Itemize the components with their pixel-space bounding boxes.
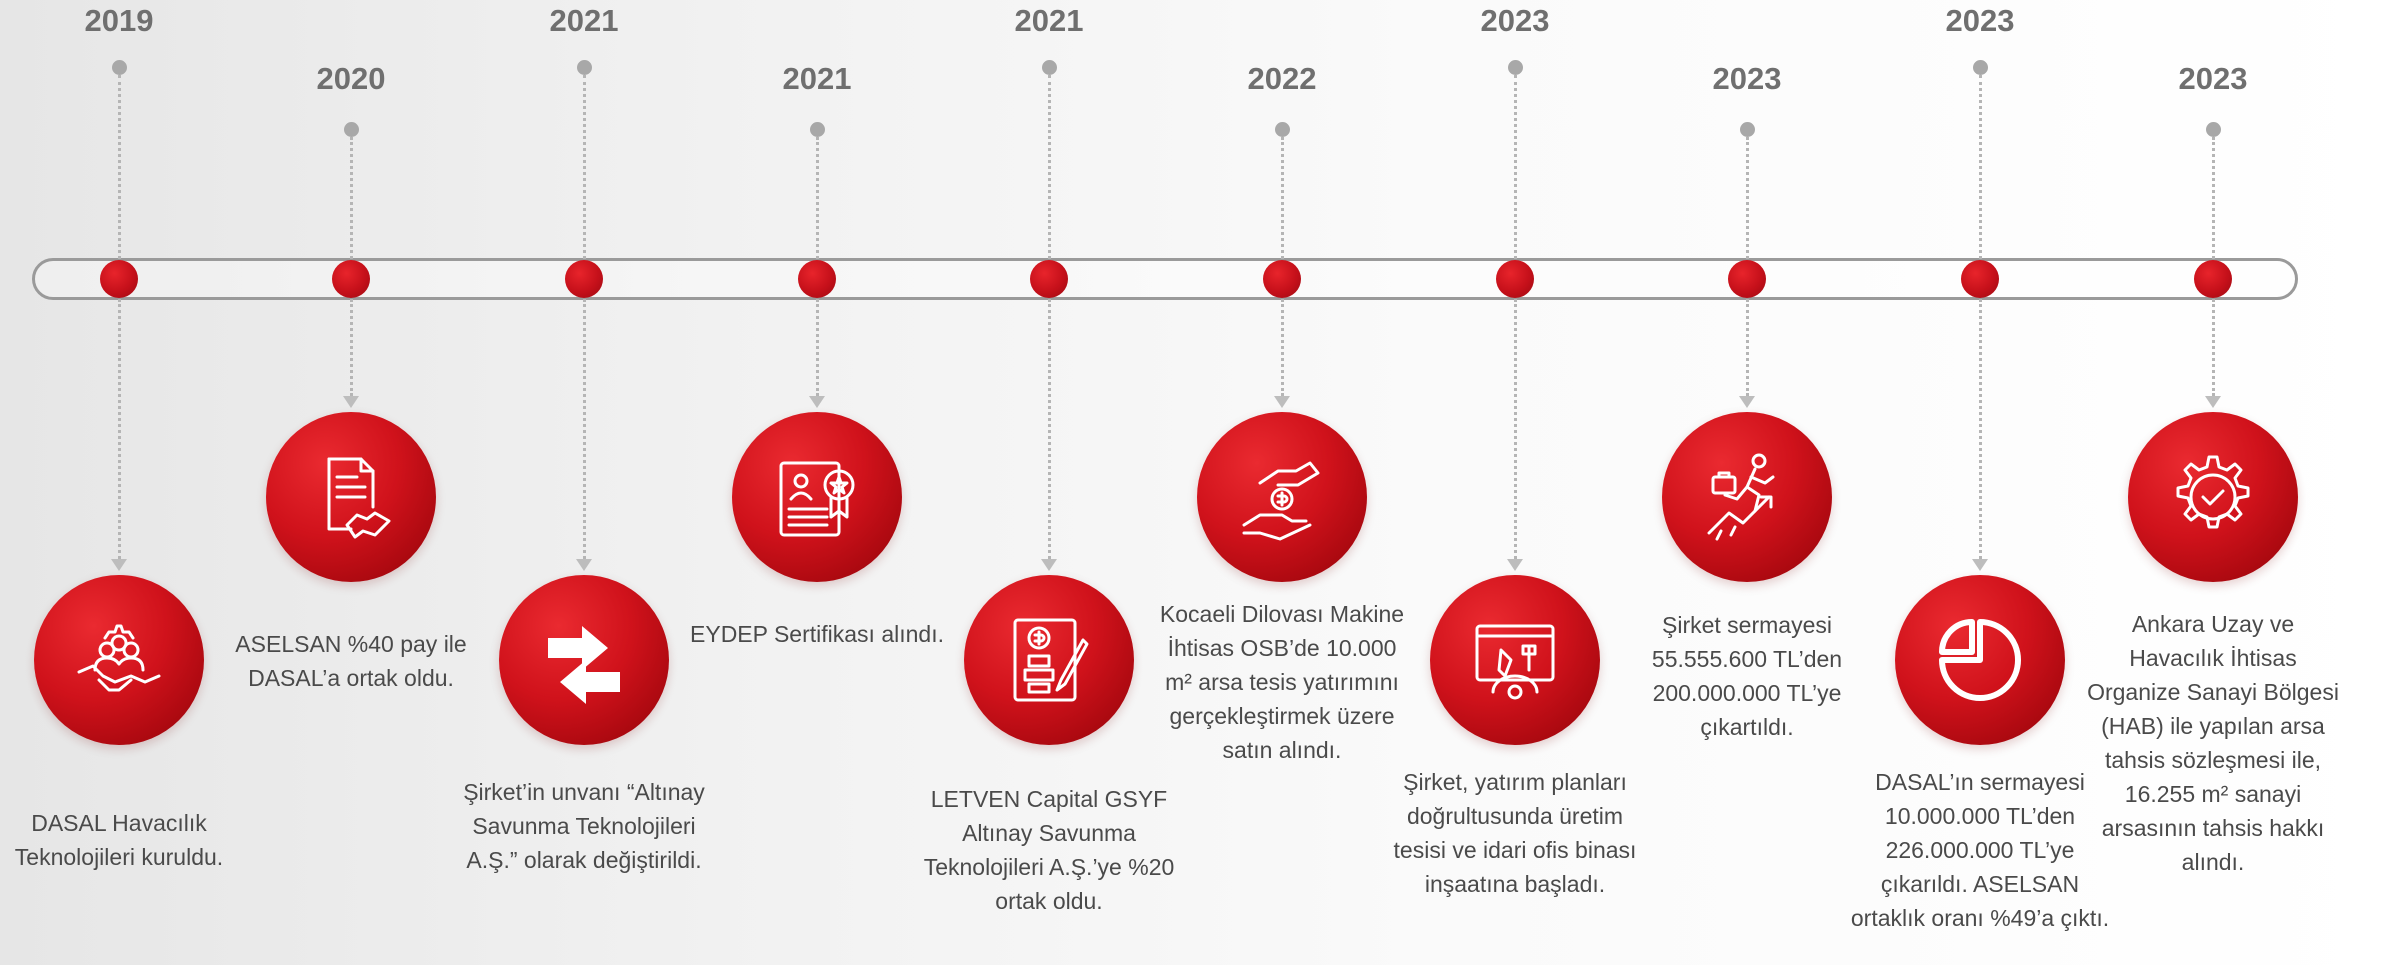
milestone-description: Şirket’in unvanı “Altınay Savunma Teknol… (463, 779, 705, 873)
connector-dot (343, 121, 359, 137)
investment-document-icon (999, 610, 1099, 710)
timeline-dot (332, 260, 370, 298)
milestone-circle (499, 575, 669, 745)
milestone-description: Kocaeli Dilovası Makine İhtisas OSB’de 1… (1159, 601, 1405, 763)
milestone-circle (1662, 412, 1832, 582)
connector-line-upper (1978, 75, 1982, 259)
connector-dot (1507, 59, 1523, 75)
connector-line-lower (1745, 299, 1749, 396)
milestone-year: 2021 (1014, 3, 1084, 38)
milestone-description: EYDEP Sertifikası alındı. (690, 621, 944, 647)
connector-arrow (1739, 396, 1755, 408)
milestone-description: DASAL’ın sermayesi 10.000.000 TL’den 226… (1850, 769, 2110, 931)
timeline-dot (1263, 260, 1301, 298)
timeline-dot (100, 260, 138, 298)
milestone-circle (732, 412, 902, 582)
connector-line-lower (582, 299, 586, 559)
connector-line-upper (1513, 75, 1517, 259)
connector-dot (1041, 59, 1057, 75)
connector-line-upper (1280, 137, 1284, 259)
team-handshake-gear-icon (69, 610, 169, 710)
connector-line-lower (1047, 299, 1051, 559)
connector-line-lower (2211, 299, 2215, 396)
milestone-year: 2023 (2178, 61, 2248, 96)
milestone-circle (266, 412, 436, 582)
milestone-year: 2023 (1945, 3, 2015, 38)
connector-line-upper (1745, 137, 1749, 259)
connector-line-lower (1513, 299, 1517, 559)
milestone-year: 2020 (316, 61, 386, 96)
connector-arrow (576, 559, 592, 571)
connector-dot (576, 59, 592, 75)
milestone-circle (1895, 575, 2065, 745)
connector-line-lower (1280, 299, 1284, 396)
milestone-description: Şirket sermayesi 55.555.600 TL’den 200.0… (1651, 612, 1843, 740)
milestone-circle (1430, 575, 1600, 745)
connector-arrow (1274, 396, 1290, 408)
connector-line-upper (815, 137, 819, 259)
connector-line-upper (2211, 137, 2215, 259)
connector-arrow (111, 559, 127, 571)
milestone-year: 2021 (549, 3, 619, 38)
connector-dot (1274, 121, 1290, 137)
connector-line-lower (349, 299, 353, 396)
milestone-year: 2023 (1480, 3, 1550, 38)
connector-line-upper (349, 137, 353, 259)
milestone-year: 2021 (782, 61, 852, 96)
connector-dot (809, 121, 825, 137)
milestone-description: DASAL Havacılık Teknolojileri kuruldu. (14, 810, 224, 870)
connector-dot (111, 59, 127, 75)
connector-arrow (809, 396, 825, 408)
milestone-circle (34, 575, 204, 745)
milestone-description: LETVEN Capital GSYF Altınay Savunma Tekn… (923, 786, 1175, 914)
connector-line-upper (117, 75, 121, 259)
connector-dot (1739, 121, 1755, 137)
timeline-dot (1728, 260, 1766, 298)
connector-line-lower (815, 299, 819, 396)
milestone-year: 2019 (84, 3, 154, 38)
connector-line-upper (582, 75, 586, 259)
timeline-dot (1030, 260, 1068, 298)
gear-check-icon (2163, 447, 2263, 547)
milestone-description: ASELSAN %40 pay ile DASAL’a ortak oldu. (235, 631, 467, 691)
timeline-track (32, 258, 2298, 300)
connector-dot (2205, 121, 2221, 137)
connector-arrow (2205, 396, 2221, 408)
milestone-circle (964, 575, 1134, 745)
milestone-circle (2128, 412, 2298, 582)
milestone-description: Ankara Uzay ve Havacılık İhtisas Organiz… (2087, 611, 2339, 875)
timeline-dot (798, 260, 836, 298)
connector-dot (1972, 59, 1988, 75)
contract-handshake-icon (301, 447, 401, 547)
milestone-year: 2022 (1247, 61, 1317, 96)
timeline-dot (1496, 260, 1534, 298)
hand-money-icon (1232, 447, 1332, 547)
timeline-dot (1961, 260, 1999, 298)
milestone-description: Şirket, yatırım planları doğrultusunda ü… (1393, 769, 1637, 897)
exchange-arrows-icon (534, 610, 634, 710)
pie-chart-icon (1930, 610, 2030, 710)
milestone-year: 2023 (1712, 61, 1782, 96)
connector-arrow (1041, 559, 1057, 571)
certificate-icon (767, 447, 867, 547)
connector-line-upper (1047, 75, 1051, 259)
connector-line-lower (1978, 299, 1982, 559)
connector-line-lower (117, 299, 121, 559)
construction-tools-icon (1465, 610, 1565, 710)
timeline-dot (565, 260, 603, 298)
connector-arrow (1972, 559, 1988, 571)
connector-arrow (343, 396, 359, 408)
milestone-circle (1197, 412, 1367, 582)
connector-arrow (1507, 559, 1523, 571)
growth-runner-icon (1697, 447, 1797, 547)
timeline-dot (2194, 260, 2232, 298)
